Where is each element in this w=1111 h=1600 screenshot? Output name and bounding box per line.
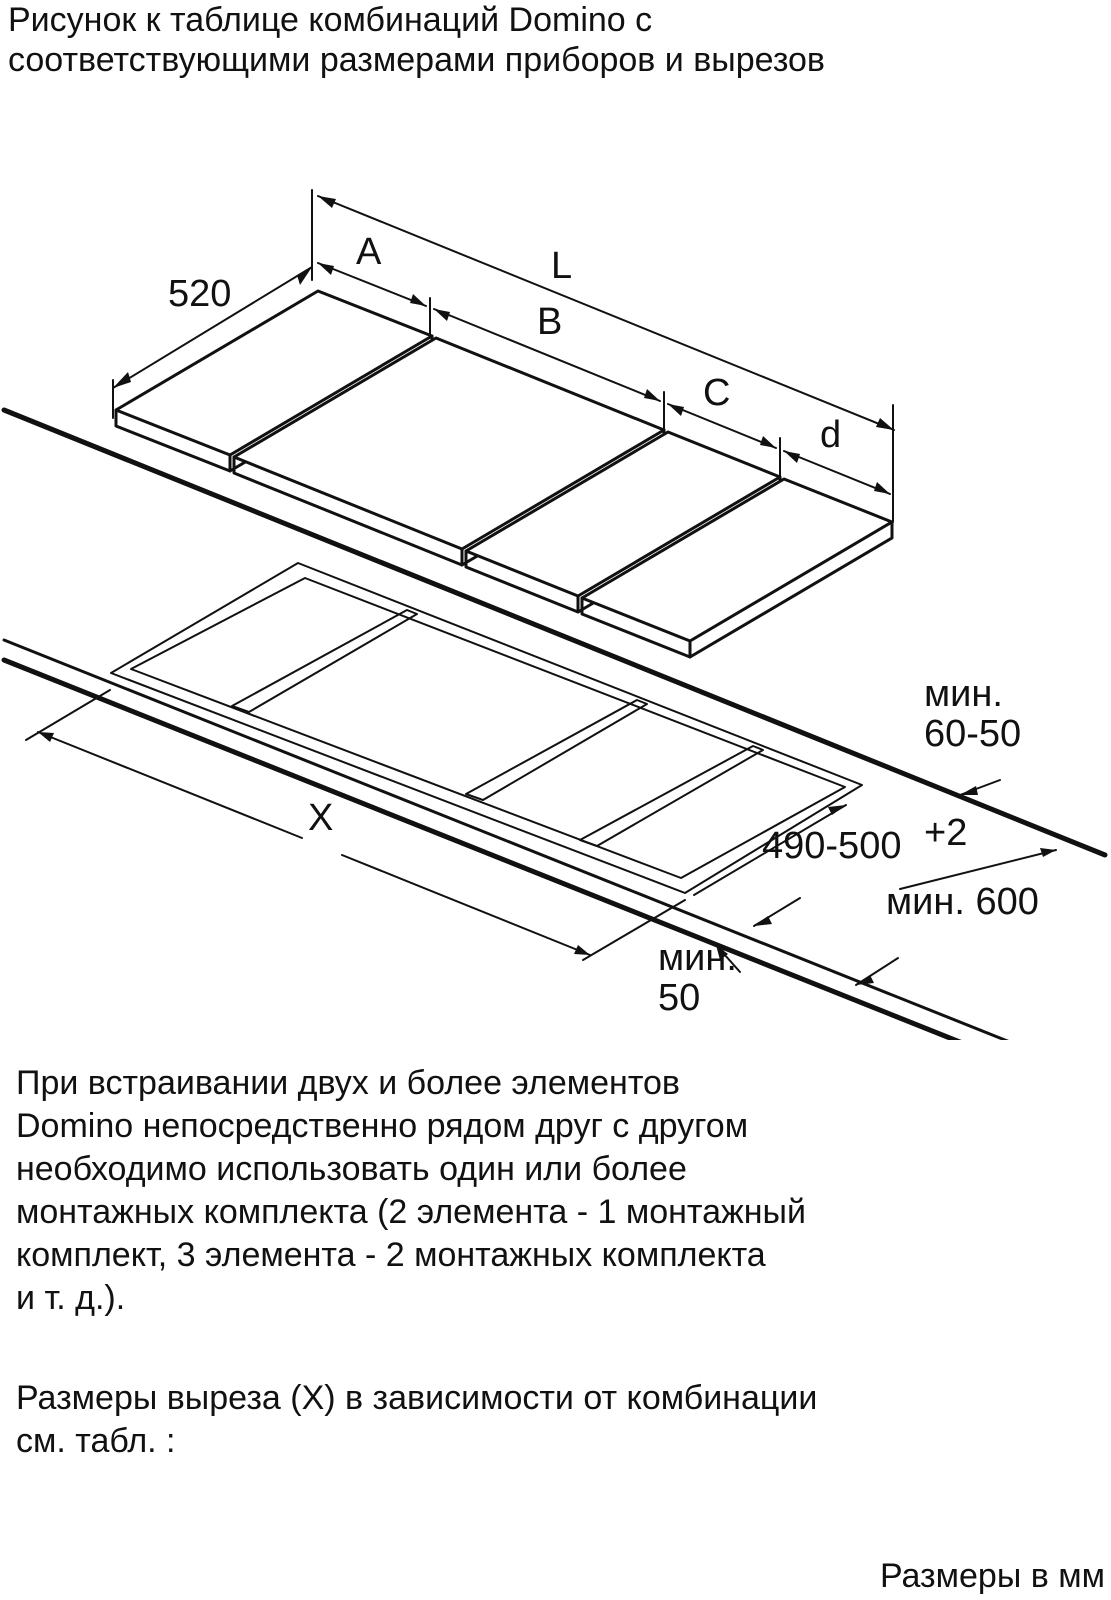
- dimension-arrows: [38, 196, 1056, 985]
- units-footnote: Размеры в мм: [879, 1557, 1105, 1595]
- label-d: d: [820, 414, 841, 456]
- label-min-50-line2: 50: [658, 977, 700, 1019]
- note-line: монтажных комплекта (2 элемента - 1 монт…: [16, 1193, 806, 1231]
- domino-installation-diagram: 520 A L B C d X мин. 60-50 490-500 +2 ми…: [1, 189, 1108, 1040]
- label-min-600: мин. 600: [886, 881, 1039, 923]
- note-line: Domino непосредственно рядом друг с друг…: [16, 1107, 749, 1145]
- label-c: C: [703, 372, 730, 414]
- worktop-back-edge: [1, 407, 1108, 858]
- title-line-1: Рисунок к таблице комбинаций Domino с: [8, 1, 653, 39]
- label-b: B: [537, 301, 562, 343]
- label-min-60-50-line2: 60-50: [924, 713, 1021, 755]
- cutout-frame: [110, 562, 863, 894]
- worktop-front-edge-bottom: [1, 657, 962, 1040]
- label-520: 520: [168, 273, 231, 315]
- note-line: см. табл. :: [16, 1422, 176, 1460]
- title-line-2: соответствующими размерами приборов и вы…: [8, 41, 825, 79]
- cutout-size-note: Размеры выреза (X) в зависимости от комб…: [16, 1377, 1106, 1463]
- worktop-front-edge-top: [2, 638, 1009, 1040]
- note-line: комплект, 3 элемента - 2 монтажных компл…: [16, 1236, 766, 1274]
- label-x: X: [308, 797, 333, 839]
- label-min-60-50-line1: мин.: [924, 673, 1003, 715]
- note-line: Размеры выреза (X) в зависимости от комб…: [16, 1379, 818, 1417]
- note-line: и т. д.).: [16, 1279, 126, 1317]
- installation-note: При встраивании двух и более элементов D…: [16, 1062, 1106, 1320]
- label-min-50-line1: мин.: [658, 937, 737, 979]
- domino-unit-d: [580, 477, 894, 659]
- label-l: L: [551, 245, 572, 287]
- note-line: При встраивании двух и более элементов: [16, 1064, 680, 1102]
- figure-title: Рисунок к таблице комбинаций Domino с со…: [8, 0, 1108, 80]
- label-490-500: 490-500: [762, 825, 901, 867]
- dimension-lines: [25, 189, 1057, 986]
- note-line: необходимо использовать один или более: [16, 1150, 687, 1188]
- diagram-labels: 520 A L B C d X мин. 60-50 490-500 +2 ми…: [168, 231, 1039, 1019]
- label-tolerance: +2: [924, 812, 967, 854]
- label-a: A: [356, 231, 382, 273]
